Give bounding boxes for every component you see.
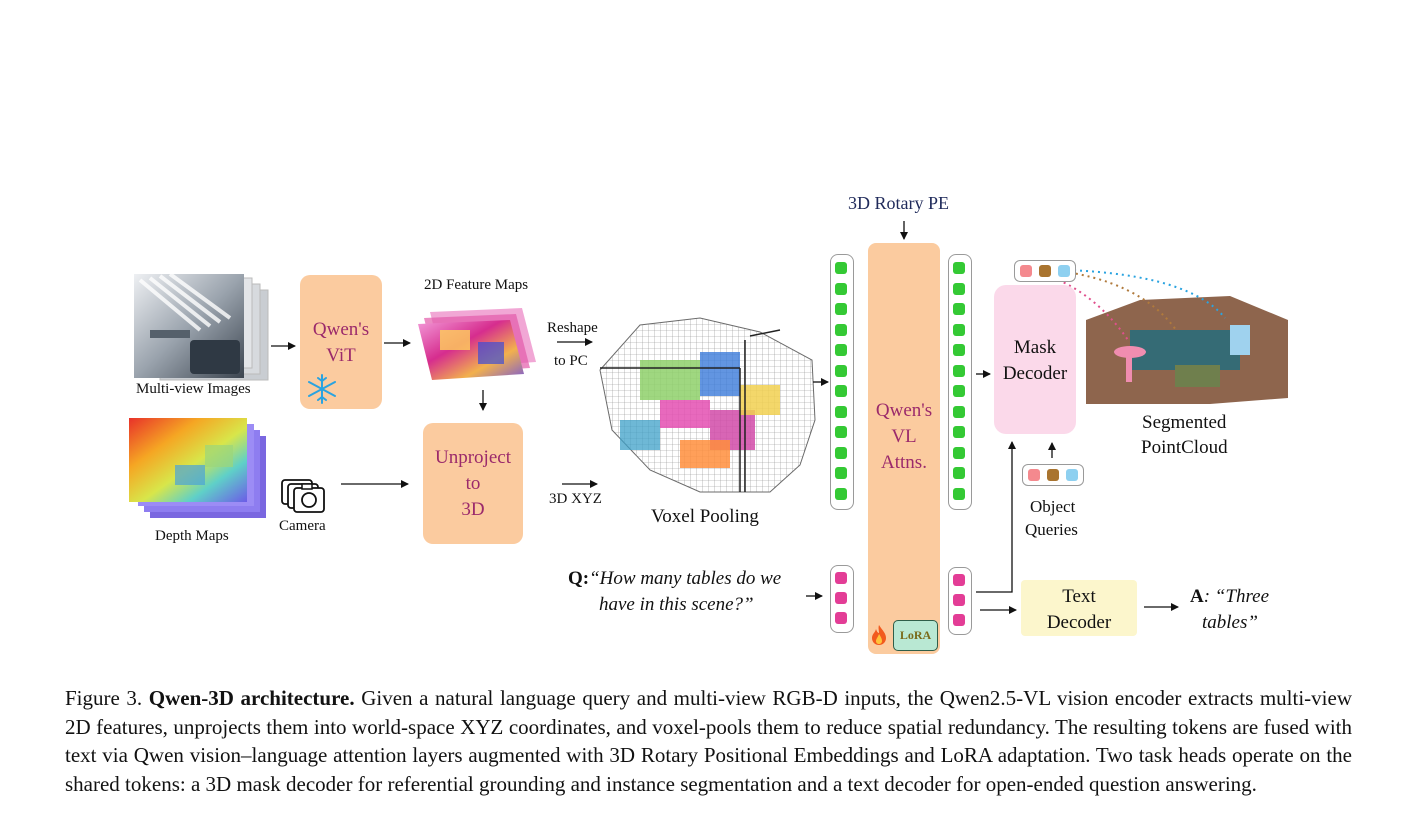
qwen-vit-box: Qwen's ViT [300, 275, 382, 409]
depth-maps-label: Depth Maps [155, 528, 229, 544]
visual-token [953, 405, 965, 418]
vl-line3: Attns. [881, 452, 927, 473]
text-decoder-box: Text Decoder [1021, 580, 1137, 636]
visual-token [835, 487, 847, 500]
depth-maps [129, 418, 266, 518]
visual-token [953, 487, 965, 500]
object-query-tokens-bottom [1022, 464, 1084, 486]
visual-token [835, 364, 847, 377]
diagram-graphics [129, 221, 1288, 614]
visual-token [835, 344, 847, 356]
query-token-blue [1066, 469, 1078, 481]
camera-icon [281, 479, 325, 513]
segmented-line2: PointCloud [1141, 437, 1228, 458]
visual-token [835, 303, 847, 315]
rotary-pe-label: 3D Rotary PE [848, 193, 949, 213]
text-token [953, 594, 965, 606]
fire-icon [872, 625, 886, 645]
text-token-column-output [948, 567, 972, 635]
unproject-line1: Unproject [435, 447, 511, 468]
answer-line1: A: “Three [1190, 586, 1269, 608]
snowflake-icon [308, 374, 336, 404]
visual-token [953, 385, 965, 397]
object-queries-line1: Object [1030, 497, 1076, 516]
visual-token [953, 323, 965, 336]
camera-label: Camera [279, 518, 326, 534]
reshape-label-line2: to PC [554, 353, 588, 369]
object-queries-line2: Queries [1025, 520, 1078, 539]
figure-label: Figure 3. [65, 686, 143, 710]
text-token [835, 572, 847, 584]
xyz-label: 3D XYZ [549, 491, 602, 507]
question-line1: Q:“How many tables do we [568, 568, 781, 590]
unproject-box: Unproject to 3D [423, 423, 523, 544]
visual-token [953, 344, 965, 356]
mask-decoder-box: Mask Decoder [994, 285, 1076, 434]
query-token-pink [1028, 469, 1040, 481]
text-decoder-line1: Text [1062, 586, 1096, 607]
multiview-images-label: Multi-view Images [136, 381, 251, 397]
visual-token [953, 282, 965, 295]
visual-token-column-input [830, 254, 854, 510]
visual-token [835, 446, 847, 459]
vl-line1: Qwen's [875, 400, 933, 421]
visual-token [953, 467, 965, 479]
reshape-label-line1: Reshape [547, 320, 598, 336]
segmented-line1: Segmented [1142, 412, 1227, 433]
visual-token-column-output [948, 254, 972, 510]
voxel-cloud [599, 317, 816, 493]
visual-token [953, 426, 965, 438]
visual-token [835, 467, 847, 479]
visual-token [835, 405, 847, 418]
query-token-brown [1047, 469, 1059, 481]
segmented-pointcloud [1086, 296, 1288, 404]
qwen-vl-attention-box: Qwen's VL Attns. LoRA [868, 243, 940, 654]
visual-token [835, 385, 847, 397]
unproject-line2: to [465, 473, 481, 494]
multiview-images [134, 272, 269, 381]
query-token-pink [1020, 265, 1032, 277]
feature-maps [418, 308, 536, 380]
visual-token [835, 282, 847, 295]
visual-token [835, 262, 847, 274]
object-query-tokens-top [1014, 260, 1076, 282]
mask-line2: Decoder [1002, 363, 1068, 384]
vit-line1: Qwen's [312, 319, 370, 340]
question-prefix: Q: [568, 568, 590, 589]
lora-badge: LoRA [893, 620, 938, 651]
visual-token [953, 364, 965, 377]
figure-caption: Figure 3. Qwen-3D architecture. Given a … [65, 684, 1352, 798]
vit-line2: ViT [326, 345, 356, 366]
text-token-column-input [830, 565, 854, 633]
text-decoder-line2: Decoder [1046, 612, 1112, 633]
figure-title: Qwen-3D architecture. [148, 686, 355, 710]
answer-text-line1: : “Three [1203, 586, 1270, 607]
question-line2: have in this scene?” [599, 594, 754, 615]
unproject-line3: 3D [461, 499, 485, 520]
question-text-line1: “How many tables do we [589, 568, 782, 589]
visual-token [953, 262, 965, 274]
query-token-brown [1039, 265, 1051, 277]
text-token [953, 574, 965, 586]
mask-line1: Mask [1013, 337, 1057, 358]
answer-line2: tables” [1202, 612, 1258, 633]
figure-caption-body: Given a natural language query and multi… [65, 686, 1352, 796]
feature-maps-label: 2D Feature Maps [424, 277, 529, 293]
text-token [835, 612, 847, 624]
visual-token [835, 323, 847, 336]
voxel-pooling-label: Voxel Pooling [651, 506, 759, 527]
visual-token [835, 426, 847, 438]
answer-prefix: A [1190, 586, 1204, 607]
visual-token [953, 303, 965, 315]
vl-line2: VL [891, 426, 917, 447]
query-token-blue [1058, 265, 1070, 277]
text-token [953, 614, 965, 626]
text-token [835, 592, 847, 604]
visual-token [953, 446, 965, 459]
